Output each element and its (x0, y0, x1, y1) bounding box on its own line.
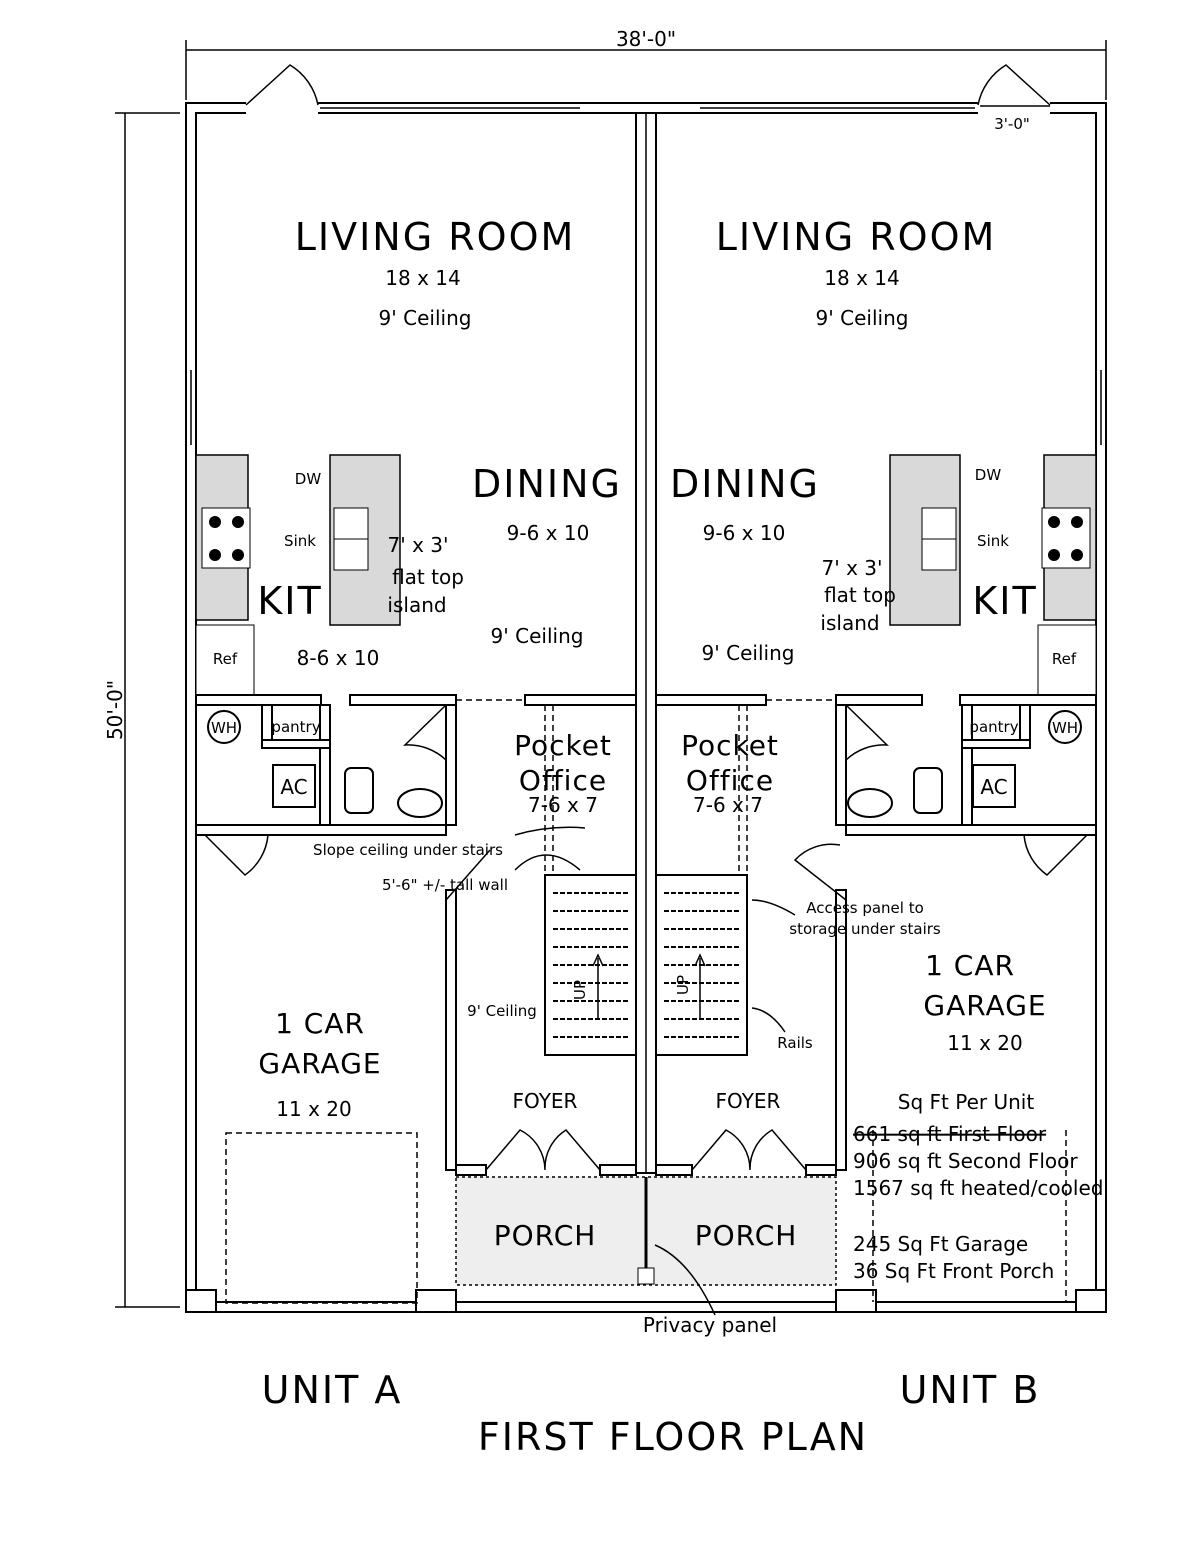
unit-b-label: UNIT B (900, 1368, 1041, 1412)
room-size: 7-6 x 7 (528, 793, 598, 817)
car-outline (225, 1132, 418, 1304)
room-label: PORCH (695, 1219, 798, 1252)
room-label: Office (519, 764, 607, 797)
door-swing-icon (845, 704, 889, 761)
room-label: FOYER (513, 1089, 578, 1113)
island-label: 7' x 3' (822, 556, 883, 580)
stairs-up-label: UP (571, 980, 589, 1000)
door-swing-icon (245, 64, 319, 106)
dimension-width: 38'-0" (185, 27, 1107, 100)
door-swing-icon (977, 64, 1051, 106)
ref-label: Ref (213, 650, 238, 668)
note: 9' Ceiling (467, 1002, 537, 1020)
ref-label: Ref (1052, 650, 1077, 668)
room-label: PORCH (494, 1219, 597, 1252)
sqft-heated: 1567 sq ft heated/cooled (853, 1176, 1103, 1200)
door-swing-icon (403, 704, 447, 761)
sink-label: Sink (977, 532, 1009, 550)
note: Access panel to (806, 899, 924, 917)
double-door-icon (485, 1129, 601, 1171)
room-size: 18 x 14 (824, 266, 899, 290)
door-swing-icon (204, 834, 269, 876)
stairs-up-label: UP (674, 975, 692, 995)
refrigerator (1037, 624, 1097, 696)
room-label: Pocket (514, 729, 612, 762)
room-label: KIT (972, 579, 1037, 623)
water-heater-label: WH (1052, 719, 1078, 737)
room-size: 9-6 x 10 (703, 521, 786, 545)
privacy-panel-post (637, 1267, 655, 1285)
note: Rails (777, 1034, 813, 1052)
room-label: 1 CAR (275, 1007, 365, 1040)
door-width-label: 3'-0" (994, 115, 1030, 133)
room-label: Office (686, 764, 774, 797)
room-label: LIVING ROOM (295, 215, 576, 259)
door-swing-icon (1023, 834, 1088, 876)
room-label: LIVING ROOM (716, 215, 997, 259)
width-label: 38'-0" (616, 27, 676, 51)
lavatory-icon (847, 788, 893, 818)
island-label: island (387, 593, 446, 617)
toilet-icon (913, 767, 943, 814)
pantry-label: pantry (969, 718, 1018, 736)
room-label: DINING (670, 462, 820, 506)
sqft-second: 906 sq ft Second Floor (853, 1149, 1078, 1173)
dishwasher-label: DW (295, 470, 322, 488)
room-label: FOYER (716, 1089, 781, 1113)
room-label: GARAGE (923, 989, 1046, 1022)
island-label: 7' x 3' (388, 533, 449, 557)
room-size: 8-6 x 10 (297, 646, 380, 670)
room-size: 11 x 20 (276, 1097, 351, 1121)
sqft-summary: Sq Ft Per Unit 661 sq ft First Floor 906… (853, 1090, 1103, 1283)
room-label: Pocket (681, 729, 779, 762)
interior-walls-a: WH pantry AC (185, 694, 637, 1313)
island-label: flat top (824, 583, 896, 607)
kitchen-b: DW Sink 7' x 3' flat top island KIT Ref (820, 454, 1097, 696)
room-label: 1 CAR (925, 949, 1015, 982)
stove-icon (1041, 507, 1091, 569)
room-label: DINING (472, 462, 622, 506)
sqft-first: 661 sq ft First Floor (853, 1122, 1047, 1146)
room-size: 18 x 14 (385, 266, 460, 290)
double-door-icon (691, 1129, 807, 1171)
depth-label: 50'-0" (103, 680, 127, 740)
sqft-garage: 245 Sq Ft Garage (853, 1232, 1028, 1256)
kitchen-a: DW Sink 7' x 3' flat top island KIT 8-6 … (195, 454, 464, 696)
refrigerator (195, 624, 255, 696)
toilet-icon (344, 767, 374, 814)
plan-title: FIRST FLOOR PLAN (478, 1415, 868, 1459)
dimension-depth: 50'-0" (103, 112, 180, 1308)
door-swing-icon (793, 843, 847, 901)
ceiling-note: 9' Ceiling (491, 624, 584, 648)
ac-label: AC (280, 775, 307, 799)
stove-icon (201, 507, 251, 569)
room-size: 9-6 x 10 (507, 521, 590, 545)
unit-a-label: UNIT A (262, 1368, 403, 1412)
island-label: flat top (392, 565, 464, 589)
room-size: 11 x 20 (947, 1031, 1022, 1055)
ac-label: AC (980, 775, 1007, 799)
ceiling-note: 9' Ceiling (379, 306, 472, 330)
room-size: 7-6 x 7 (693, 793, 763, 817)
interior-walls-b: WH pantry AC (655, 694, 1107, 1313)
exterior-walls (185, 64, 1107, 1313)
door-swing-icon (445, 849, 491, 901)
ceiling-note: 9' Ceiling (702, 641, 795, 665)
privacy-panel-label: Privacy panel (643, 1313, 777, 1337)
ceiling-note: 9' Ceiling (816, 306, 909, 330)
sqft-porch: 36 Sq Ft Front Porch (853, 1259, 1054, 1283)
sqft-title: Sq Ft Per Unit (898, 1090, 1035, 1114)
lavatory-icon (397, 788, 443, 818)
note: storage under stairs (789, 920, 941, 938)
island-label: island (820, 611, 879, 635)
sink-label: Sink (284, 532, 316, 550)
pantry-label: pantry (271, 718, 320, 736)
stairs (544, 874, 748, 1056)
room-label: GARAGE (258, 1047, 381, 1080)
room-label: KIT (257, 579, 322, 623)
dishwasher-label: DW (975, 466, 1002, 484)
note: Slope ceiling under stairs (313, 841, 503, 859)
note: 5'-6" +/- tall wall (382, 876, 508, 894)
water-heater-label: WH (211, 719, 237, 737)
